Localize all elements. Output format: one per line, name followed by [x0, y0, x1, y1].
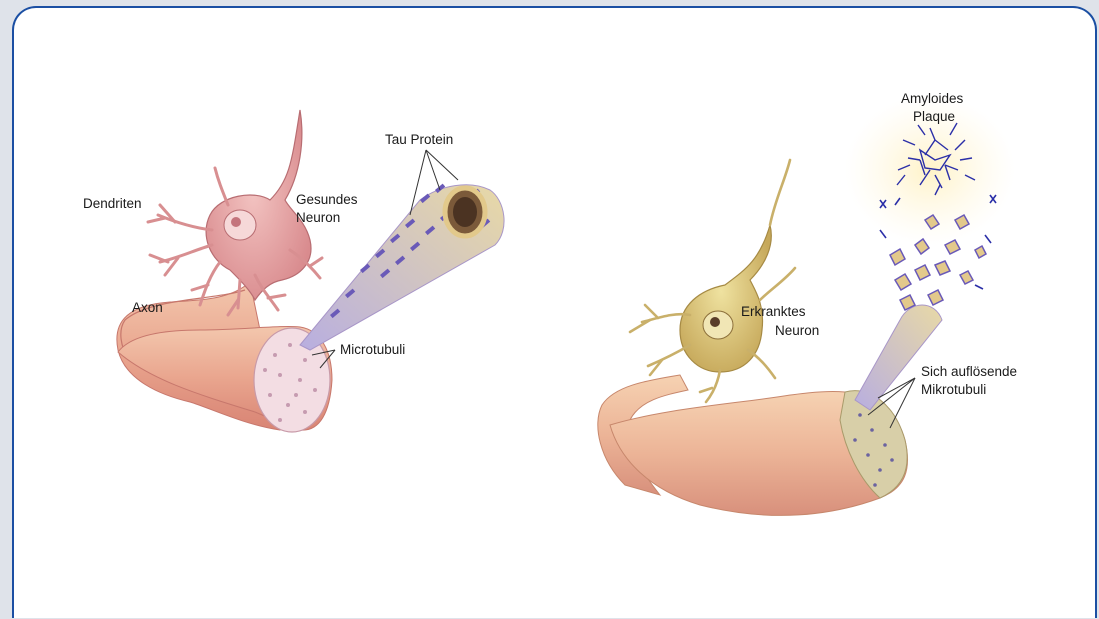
label-diseased-neuron-line2: Neuron	[775, 323, 819, 338]
healthy-neuron-group: Dendriten Gesundes Neuron Axon Tau Prote…	[83, 110, 504, 432]
label-dissolving-line1: Sich auflösende	[921, 364, 1017, 379]
diseased-neuron-group: Amyloides Plaque Erkranktes Neuron Sich …	[598, 91, 1017, 515]
label-amyloid-line1: Amyloides	[901, 91, 964, 106]
label-axon: Axon	[132, 300, 163, 315]
label-healthy-neuron-line2: Neuron	[296, 210, 340, 225]
label-amyloid-line2: Plaque	[913, 109, 955, 124]
label-dendrites: Dendriten	[83, 196, 142, 211]
label-tau-protein: Tau Protein	[385, 132, 453, 147]
label-healthy-neuron-line1: Gesundes	[296, 192, 358, 207]
diseased-neuron-body	[680, 225, 771, 372]
label-diseased-neuron-line1: Erkranktes	[741, 304, 806, 319]
label-microtubules: Microtubuli	[340, 342, 405, 357]
label-dissolving-line2: Mikrotubuli	[921, 382, 986, 397]
